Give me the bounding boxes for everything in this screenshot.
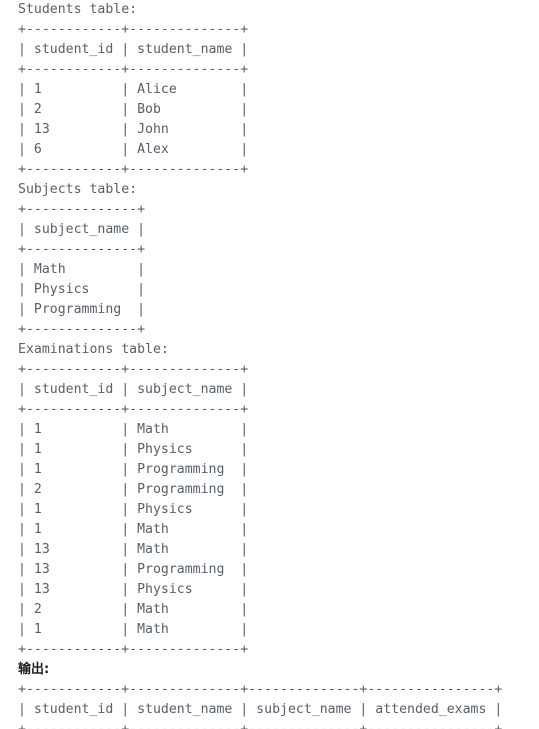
input-tables-code-block: Students table: +------------+----------…: [18, 2, 249, 657]
output-label: 输出:: [18, 662, 50, 677]
output-table-code-block: +------------+--------------+-----------…: [18, 682, 503, 729]
